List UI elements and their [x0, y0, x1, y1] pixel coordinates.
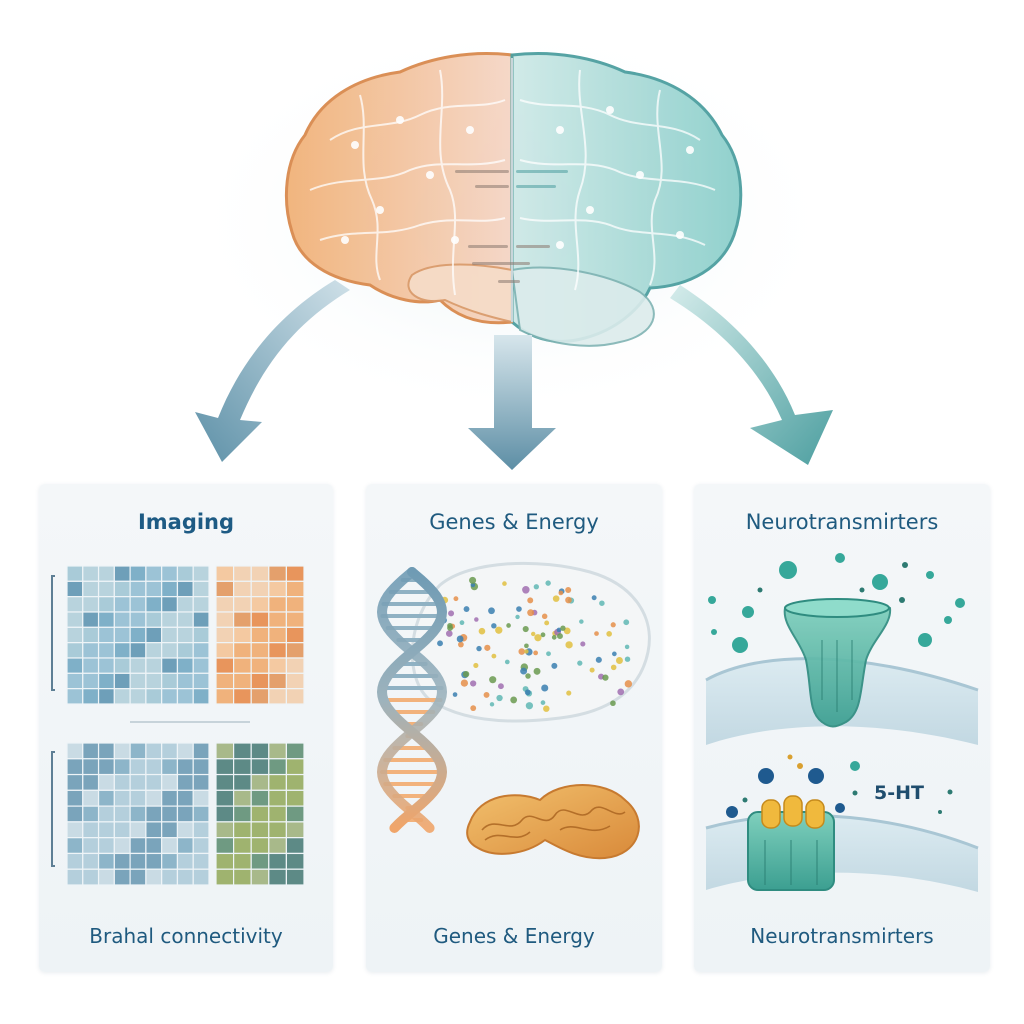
- panel-caption-genes: Genes & Energy: [433, 924, 595, 948]
- arrow-left: [195, 280, 350, 462]
- arrow-center: [468, 335, 556, 470]
- panel-neuro: Neurotransmirters Neurotransmirters: [694, 484, 990, 972]
- panel-title-neuro: Neurotransmirters: [745, 510, 939, 534]
- panel-imaging: Imaging Brahal connectivity: [39, 484, 333, 972]
- brain-icon: [284, 52, 743, 347]
- arrow-right: [670, 285, 833, 465]
- brain-glow: [182, 20, 842, 420]
- panel-caption-neuro: Neurotransmirters: [750, 924, 934, 948]
- molecule-label-5ht: 5-HT: [874, 782, 924, 804]
- panel-caption-imaging: Brahal connectivity: [89, 924, 283, 948]
- panel-title-genes: Genes & Energy: [429, 510, 599, 534]
- panel-genes: Genes & Energy Genes & Energy: [366, 484, 662, 972]
- panel-title-imaging: Imaging: [137, 510, 235, 534]
